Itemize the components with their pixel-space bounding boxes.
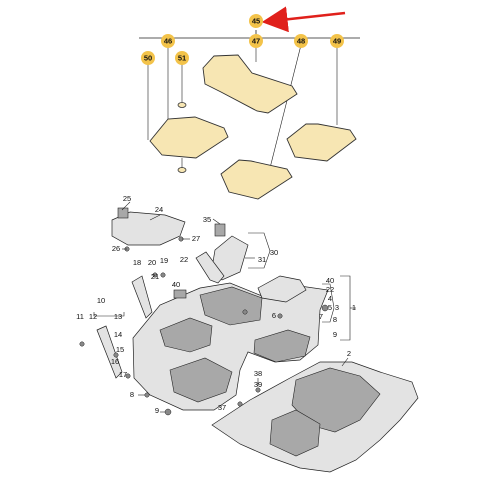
callout-bubbles: 45 46 47 48 49 50 51 bbox=[141, 14, 344, 65]
part-label-39: 39 bbox=[254, 380, 262, 389]
part-label-7: 7 bbox=[319, 312, 323, 321]
footwell-recess-left bbox=[159, 317, 213, 353]
fastener bbox=[152, 272, 158, 278]
floor-mat-rear-left bbox=[220, 159, 293, 200]
part-label-3: 3 bbox=[335, 303, 339, 312]
footrest bbox=[195, 251, 225, 284]
footwell-recess-right bbox=[169, 357, 233, 403]
callout-label-49: 49 bbox=[333, 37, 341, 46]
fastener bbox=[255, 387, 261, 393]
part-label-13: 13 bbox=[114, 312, 122, 321]
part-label-24: 24 bbox=[155, 205, 163, 214]
fastener bbox=[125, 373, 131, 379]
callout-bubble-45 bbox=[249, 14, 263, 28]
bracket-assembly bbox=[111, 211, 186, 246]
callout-label-48: 48 bbox=[297, 37, 305, 46]
fastener bbox=[113, 352, 119, 358]
trim-clip bbox=[214, 223, 226, 237]
leader-line bbox=[149, 214, 161, 221]
part-label-10: 10 bbox=[97, 296, 105, 305]
part-label-40: 40 bbox=[172, 280, 180, 289]
callout-bubble-50 bbox=[141, 51, 155, 65]
door-sill-trim bbox=[96, 325, 123, 379]
tunnel-cover bbox=[199, 286, 263, 326]
part-label-9: 9 bbox=[155, 406, 159, 415]
part-label-12: 12 bbox=[89, 312, 97, 321]
sill-strip bbox=[131, 275, 153, 319]
callout-bubble-48 bbox=[294, 34, 308, 48]
part-label-22: 22 bbox=[180, 255, 188, 264]
callout-label-46: 46 bbox=[164, 37, 172, 46]
callout-label-50: 50 bbox=[144, 54, 152, 63]
insulation-pad bbox=[257, 275, 307, 303]
part-label-30: 30 bbox=[270, 248, 278, 257]
part-label-5: 5 bbox=[328, 303, 332, 312]
part-label-37: 37 bbox=[218, 403, 226, 412]
part-label-35: 35 bbox=[203, 215, 211, 224]
floor-mat-front-left bbox=[202, 54, 298, 114]
part-label-8: 8 bbox=[130, 390, 134, 399]
bracket-clip bbox=[117, 207, 129, 219]
floor-assembly-group bbox=[79, 201, 419, 473]
part-label-26: 26 bbox=[112, 244, 120, 253]
part-label-9: 9 bbox=[333, 330, 337, 339]
part-label-20: 20 bbox=[148, 258, 156, 267]
part-label-22: 22 bbox=[326, 285, 334, 294]
part-label-4: 4 bbox=[328, 294, 332, 303]
bracket-10 bbox=[93, 312, 125, 317]
part-label-11: 11 bbox=[76, 312, 84, 321]
callout-bubble-47 bbox=[249, 34, 263, 48]
clip-40 bbox=[173, 289, 187, 299]
part-label-38: 38 bbox=[254, 369, 262, 378]
fastener bbox=[160, 272, 166, 278]
red-pointer-arrow bbox=[261, 6, 346, 33]
mat-clip-lower bbox=[177, 167, 187, 173]
leader-48 bbox=[269, 44, 302, 169]
callout-bubble-46 bbox=[161, 34, 175, 48]
rear-footwell-recess bbox=[253, 329, 311, 363]
part-label-15: 15 bbox=[116, 345, 124, 354]
part-label-40: 40 bbox=[326, 276, 334, 285]
bracket-3 bbox=[322, 283, 335, 323]
part-label-17: 17 bbox=[119, 370, 127, 379]
part-label-1: 1 bbox=[352, 303, 356, 312]
rear-floor-recess bbox=[269, 409, 321, 457]
bracket-30 bbox=[248, 232, 271, 269]
mat-clip-upper bbox=[177, 102, 187, 108]
part-label-25: 25 bbox=[123, 194, 131, 203]
callout-bubble-51 bbox=[175, 51, 189, 65]
fastener bbox=[164, 408, 172, 416]
callout-label-45: 45 bbox=[252, 17, 260, 26]
part-label-16: 16 bbox=[111, 357, 119, 366]
part-label-21: 21 bbox=[151, 272, 159, 281]
part-label-14: 14 bbox=[114, 330, 122, 339]
leader-line bbox=[212, 218, 221, 225]
callout-label-47: 47 bbox=[252, 37, 260, 46]
fastener bbox=[237, 401, 243, 407]
fastener bbox=[79, 341, 85, 347]
part-label-27: 27 bbox=[192, 234, 200, 243]
fastener bbox=[321, 304, 329, 312]
fastener bbox=[144, 392, 150, 398]
callout-bubble-49 bbox=[330, 34, 344, 48]
callout-label-51: 51 bbox=[178, 54, 186, 63]
bracket-1 bbox=[340, 275, 351, 341]
fastener bbox=[242, 309, 248, 315]
floor-mat-rear-right bbox=[286, 123, 357, 162]
floor-mat-front-right bbox=[149, 116, 229, 159]
part-label-31: 31 bbox=[258, 255, 266, 264]
fastener bbox=[277, 313, 283, 319]
part-label-2: 2 bbox=[347, 349, 351, 358]
part-label-18: 18 bbox=[133, 258, 141, 267]
part-label-8: 8 bbox=[333, 315, 337, 324]
part-label-6: 6 bbox=[272, 311, 276, 320]
leader-line bbox=[341, 357, 349, 367]
floor-mats-group bbox=[139, 30, 360, 200]
part-label-19: 19 bbox=[160, 256, 168, 265]
leader-line bbox=[121, 201, 131, 211]
